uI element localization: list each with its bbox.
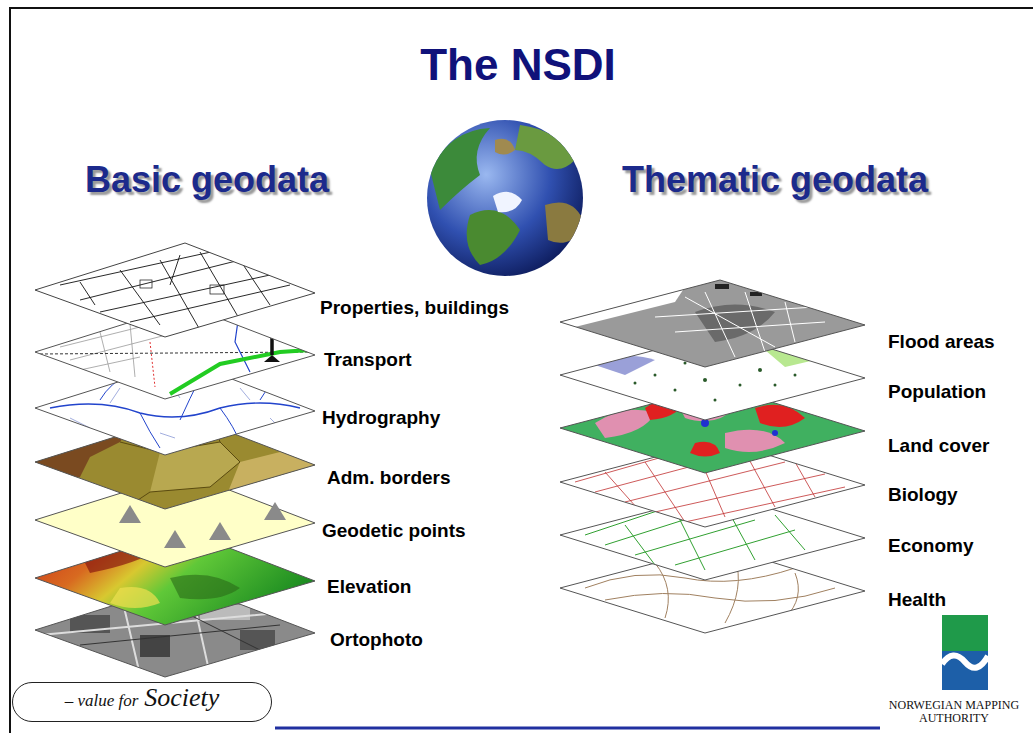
layer-label: Economy [888,535,974,557]
layer-label: Flood areas [888,331,995,353]
organisation-name: NORWEGIAN MAPPING AUTHORITY [878,699,1030,725]
slogan-text: – value for [65,691,139,711]
elevation-layer [30,528,330,628]
layer-label: Biology [888,484,958,506]
authority-logo [942,615,988,690]
layer-label: Elevation [327,576,411,598]
slogan-text: Society [144,683,219,713]
slogan-pill: – value forSociety [12,682,272,722]
layer-label: Health [888,589,946,611]
layer-label: Geodetic points [322,520,466,542]
properties-layer [30,240,330,340]
layer-label: Properties, buildings [320,297,509,319]
layer-label: Ortophoto [330,629,423,651]
slide-title: The NSDI [420,40,616,90]
layer-label: Land cover [888,435,989,457]
layer-label: Hydrography [322,407,440,429]
footer-rule [275,727,880,730]
section-heading: Thematic geodata [622,159,928,201]
layer-label: Adm. borders [327,467,451,489]
flood-areas-layer [555,272,875,372]
layer-label: Population [888,381,986,403]
slide-frame [10,8,1033,733]
globe [427,120,585,276]
layer-label: Transport [324,349,412,371]
biology-layer [555,432,875,532]
section-heading: Basic geodata [85,159,329,201]
